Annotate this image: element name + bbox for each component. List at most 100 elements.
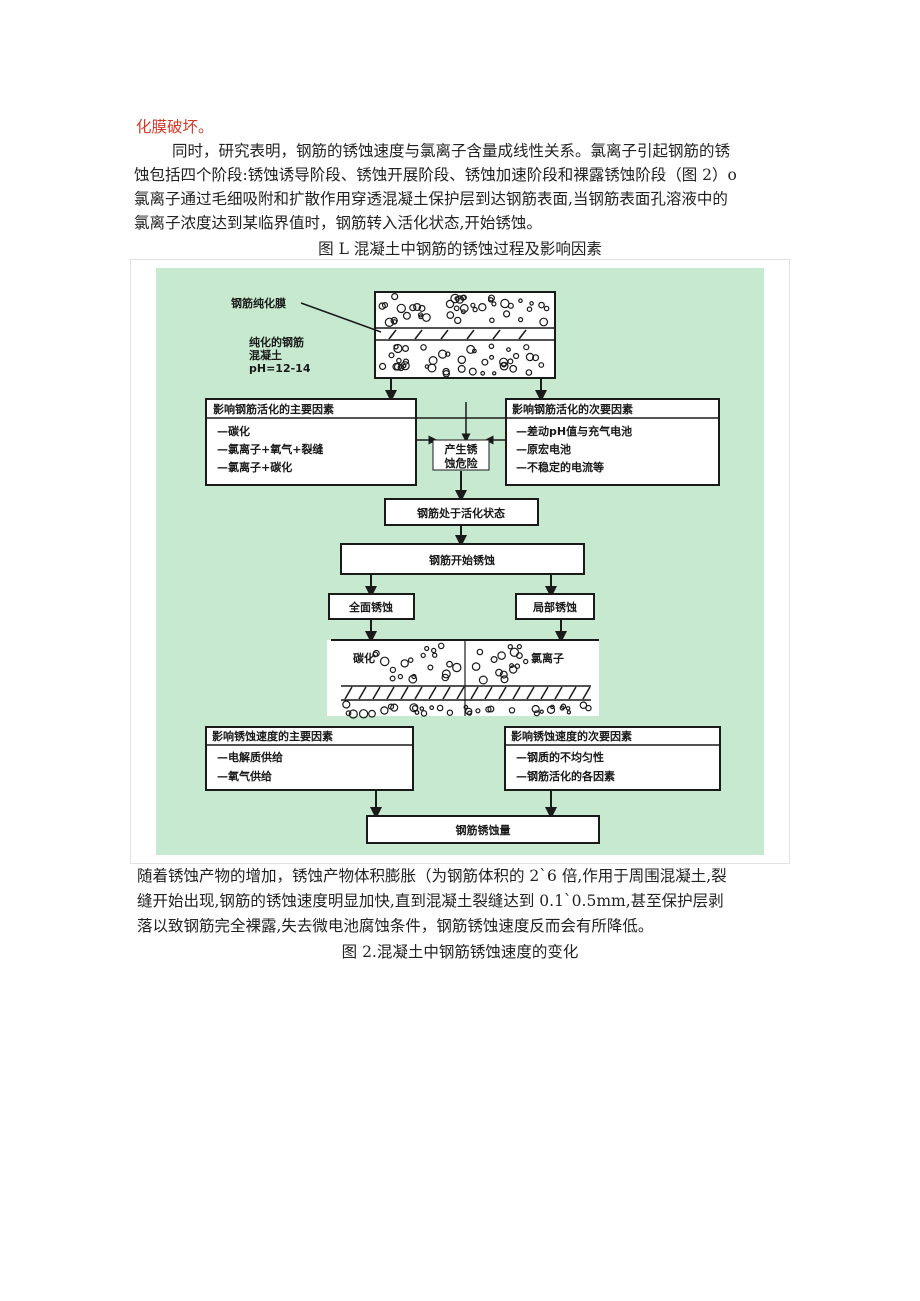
activated-state-label: 钢筋处于活化状态 — [417, 506, 505, 520]
aggregate-particle — [526, 306, 533, 313]
risk-box — [432, 439, 490, 471]
rebar-hatch — [400, 686, 409, 700]
aggregate-particle — [413, 302, 422, 311]
risk-line-2: 蚀危险 — [444, 456, 479, 470]
secondary-rate-item-1: —钢质的不均匀性 — [516, 750, 604, 764]
aggregate-particle — [480, 370, 486, 376]
local-corrosion-box — [515, 593, 595, 620]
aggregate-particle — [457, 355, 467, 365]
passive-film-pointer — [300, 302, 382, 333]
aggregate-particle — [489, 317, 495, 324]
aggregate-particle — [420, 710, 428, 717]
para1-line-4: 氯离子浓度达到某临界值时，钢筋转入活化状态,开始锈蚀。 — [134, 214, 542, 232]
aggregate-particle — [387, 703, 395, 710]
aggregate-particle — [470, 302, 476, 308]
aggregate-particle — [550, 704, 555, 710]
secondary-rate-box — [504, 726, 721, 791]
aggregate-particle — [538, 301, 545, 309]
aggregate-particle — [523, 344, 530, 351]
rebar-hatch — [414, 329, 423, 340]
para1-line-1: 同时，研究表明，钢筋的锈蚀速度与氯离子含量成线性关系。氯离子引起钢筋的锈 — [172, 142, 731, 160]
aggregate-particle — [491, 301, 497, 307]
rebar-hatch — [540, 686, 549, 700]
aggregate-particle — [445, 299, 455, 309]
aggregate-particle — [409, 703, 419, 713]
aggregate-particle — [388, 352, 395, 359]
rebar-hatch — [358, 686, 367, 700]
aggregate-particle — [431, 647, 437, 654]
aggregate-particle — [507, 358, 514, 365]
general-corrosion-label: 全面锈蚀 — [348, 600, 393, 614]
aggregate-particle — [396, 303, 406, 314]
corrosion-amount-label: 钢筋锈蚀量 — [456, 823, 511, 837]
aggregate-particle — [509, 647, 520, 657]
aggregate-particle — [499, 361, 509, 371]
aggregate-particle — [450, 293, 460, 304]
aggregate-particle — [471, 662, 481, 671]
aggregate-particle — [503, 310, 511, 318]
aggregate-particle — [525, 369, 533, 376]
aggregate-particle — [487, 705, 495, 713]
aggregate-particle — [538, 362, 545, 368]
aggregate-particle — [424, 645, 430, 652]
aggregate-particle — [411, 673, 417, 680]
aggregate-particle — [427, 664, 434, 671]
rebar-hatch — [456, 686, 465, 700]
aggregate-particle — [402, 311, 411, 320]
aggregate-particle — [543, 305, 550, 312]
secondary-activation-item-2: —原宏电池 — [516, 442, 571, 456]
aggregate-particle — [529, 301, 534, 306]
aggregate-particle — [348, 709, 358, 719]
aggregate-particle — [422, 313, 431, 322]
aggregate-particle — [418, 304, 426, 312]
aggregate-particle — [506, 347, 511, 352]
aggregate-particle — [400, 659, 409, 668]
aggregate-particle — [436, 704, 444, 712]
aggregate-particle — [391, 292, 399, 301]
aggregate-particle — [481, 358, 489, 366]
aggregate-particle — [446, 709, 454, 716]
aggregate-particle — [419, 706, 425, 711]
aggregate-particle — [585, 704, 592, 712]
aggregate-particle — [342, 700, 351, 709]
main-activation-title: 影响钢筋活化的主要因素 — [213, 402, 334, 416]
rebar-hatch — [414, 686, 423, 700]
local-corrosion-label: 局部锈蚀 — [532, 600, 577, 614]
aggregate-particle — [497, 651, 506, 660]
aggregate-particle — [420, 344, 427, 351]
aggregate-particle — [508, 707, 516, 714]
para2-line-3: 落以致钢筋完全裸露,失去微电池腐蚀条件，钢筋锈蚀速度反而会有所降低。 — [137, 917, 654, 935]
aggregate-particle — [390, 703, 399, 712]
rebar-hatch — [442, 686, 451, 700]
rebar-hatch — [518, 329, 527, 340]
aggregate-particle — [500, 675, 509, 684]
aggregate-particle — [539, 317, 549, 327]
aggregate-particle — [463, 704, 469, 710]
aggregate-particle — [533, 710, 540, 717]
para2-line-1: 随着锈蚀产物的增加，锈蚀产物体积膨胀（为钢筋体积的 2`6 倍,作用于周围混凝土… — [137, 867, 727, 885]
rebar-hatch — [372, 686, 381, 700]
para2-line-2: 缝开始出现,钢筋的锈蚀速度明显加快,直到混凝土裂缝达到 0.1`0.5mm,甚至… — [137, 892, 724, 910]
para1-line-3: 氯离子通过毛细吸附和扩散作用穿透混凝土保护层到达钢筋表面,当钢筋表面孔溶液中的 — [134, 190, 728, 208]
aggregate-particle — [452, 662, 462, 673]
aggregate-particle — [531, 704, 540, 714]
rebar-hatch — [568, 686, 577, 700]
aggregate-particle — [389, 666, 397, 674]
secondary-activation-item-1: —差动pH值与充气电池 — [516, 424, 632, 438]
secondary-activation-title: 影响钢筋活化的次要因素 — [512, 402, 633, 416]
aggregate-particle — [424, 364, 430, 369]
aggregate-particle — [565, 706, 571, 711]
aggregate-particle — [468, 367, 477, 376]
corroded-concrete-section — [327, 639, 599, 719]
aggregate-particle — [532, 354, 540, 362]
aggregate-particle — [523, 658, 529, 665]
aggregate-particle — [446, 311, 455, 319]
aggregate-particle — [487, 296, 494, 303]
corrosion-process-figure: 钢筋纯化膜 纯化的钢筋 混凝土 pH=12-14 影响钢筋活化的主要因素 —碳化… — [130, 259, 790, 864]
main-activation-item-1: —碳化 — [217, 424, 250, 438]
secondary-rate-title: 影响锈蚀速度的次要因素 — [511, 729, 632, 743]
aggregate-particle — [478, 303, 487, 312]
risk-line-1: 产生锈 — [445, 442, 479, 456]
aggregate-particle — [437, 642, 445, 650]
aggregate-particle — [467, 710, 473, 716]
